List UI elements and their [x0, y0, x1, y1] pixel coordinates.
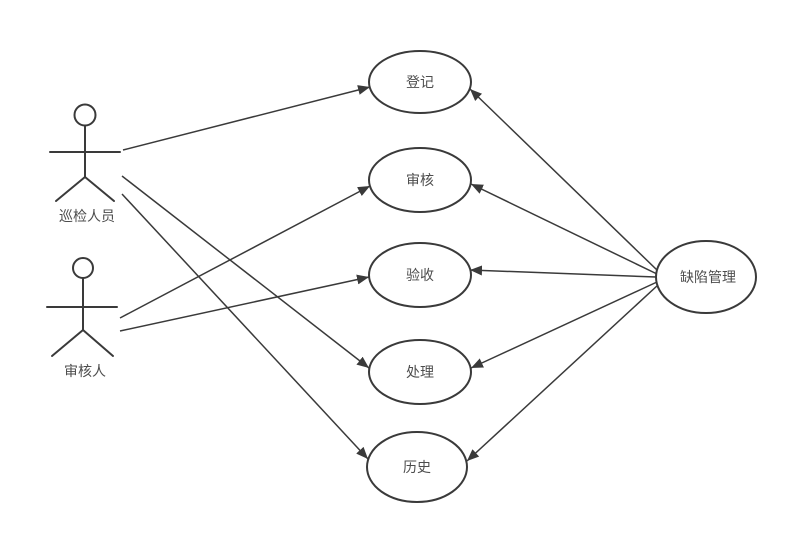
actor-reviewer-left-leg: [51, 329, 84, 357]
usecase-register-ellipse: [368, 50, 472, 114]
usecase-handle-label: 处理: [406, 365, 434, 381]
edge-inspector-handle: [121, 175, 370, 369]
usecase-review: 审核: [368, 147, 472, 213]
actor-inspector-right-leg: [84, 176, 115, 202]
actor-inspector: 巡检人员: [49, 103, 121, 225]
usecase-register-label: 登记: [406, 75, 434, 91]
actor-inspector-head: [73, 103, 97, 127]
edge-reviewer-review: [119, 185, 371, 319]
usecase-review-label: 审核: [406, 173, 434, 189]
actor-reviewer-label: 审核人: [64, 364, 106, 380]
usecase-register: 登记: [368, 50, 472, 114]
usecase-history-ellipse: [366, 431, 468, 503]
usecase-acceptance: 验收: [368, 242, 472, 308]
usecase-history: 历史: [366, 431, 468, 503]
actor-reviewer-right-leg: [82, 329, 114, 357]
edge-defect-management-handle: [470, 281, 658, 369]
actor-reviewer-head: [72, 257, 94, 279]
edge-defect-management-review: [470, 183, 658, 275]
system-defect-management-ellipse: [655, 240, 757, 314]
usecase-acceptance-ellipse: [368, 242, 472, 308]
edges-from-system: [466, 88, 659, 462]
usecase-history-label: 历史: [403, 460, 431, 476]
actor-reviewer: 审核人: [46, 257, 118, 380]
system-defect-management: 缺陷管理: [655, 240, 757, 314]
edges-from-actors: [119, 85, 371, 460]
usecase-handle-ellipse: [368, 339, 472, 405]
edge-reviewer-acceptance: [119, 274, 370, 332]
edge-defect-management-register: [469, 88, 659, 272]
system-defect-management-label: 缺陷管理: [680, 270, 736, 286]
actor-inspector-label: 巡检人员: [59, 209, 115, 225]
edge-defect-management-acceptance: [469, 265, 657, 278]
edge-inspector-history: [121, 193, 369, 460]
actor-inspector-left-leg: [55, 176, 86, 202]
usecase-handle: 处理: [368, 339, 472, 405]
usecase-acceptance-label: 验收: [406, 268, 434, 284]
usecase-review-ellipse: [368, 147, 472, 213]
edge-defect-management-history: [466, 284, 659, 462]
edge-inspector-register: [122, 85, 371, 151]
